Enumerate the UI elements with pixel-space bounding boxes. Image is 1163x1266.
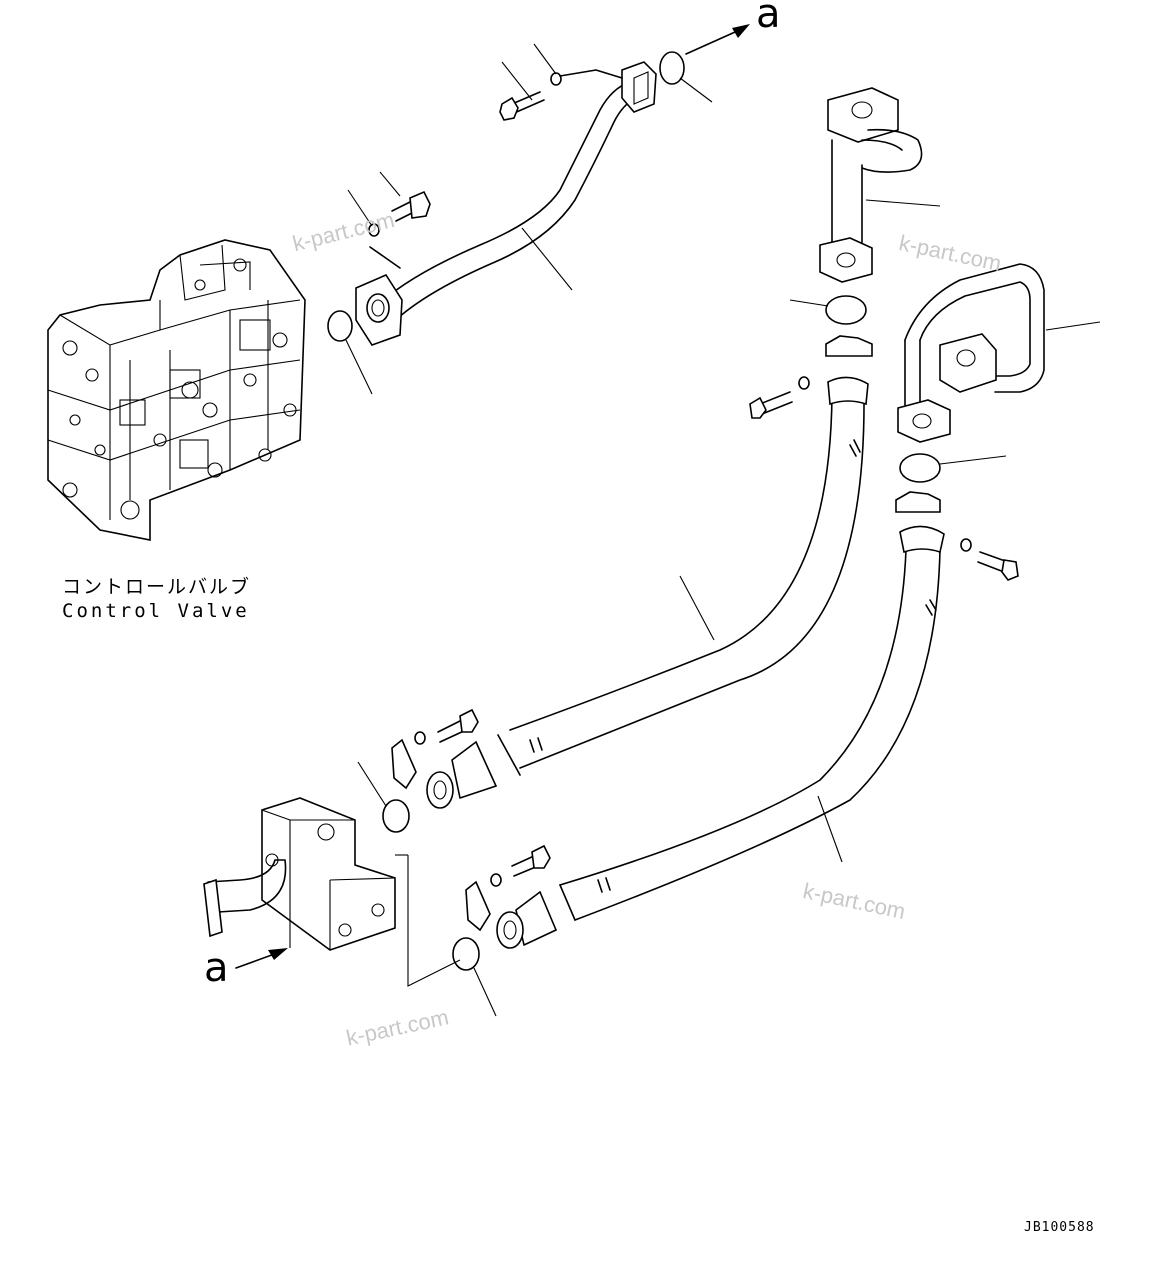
leader-lines bbox=[345, 43, 1101, 1017]
lower-orings bbox=[382, 799, 480, 971]
hose-1 bbox=[426, 376, 869, 809]
right-split-flanges bbox=[749, 335, 1019, 581]
ref-label-a-bottom: a bbox=[204, 945, 229, 991]
right-elbow-pipe-1 bbox=[819, 87, 923, 283]
upper-tube bbox=[355, 61, 657, 346]
upper-orings bbox=[327, 51, 685, 342]
control-valve bbox=[47, 239, 306, 541]
lower-split-flanges bbox=[391, 708, 551, 932]
ref-label-a-top: a bbox=[756, 0, 781, 37]
arrow-to-a-bottom bbox=[235, 920, 291, 969]
upper-bolts bbox=[368, 69, 623, 269]
lower-valve-block bbox=[203, 797, 396, 951]
right-orings bbox=[825, 295, 941, 483]
hose-2 bbox=[496, 525, 945, 949]
control-valve-label-en: Control Valve bbox=[62, 600, 250, 622]
arrow-to-a-top bbox=[685, 24, 750, 55]
right-elbow-pipe-2 bbox=[897, 263, 1045, 443]
control-valve-label-jp: コントロールバルブ bbox=[62, 576, 252, 598]
drawing-code: JB100588 bbox=[1024, 1220, 1095, 1235]
